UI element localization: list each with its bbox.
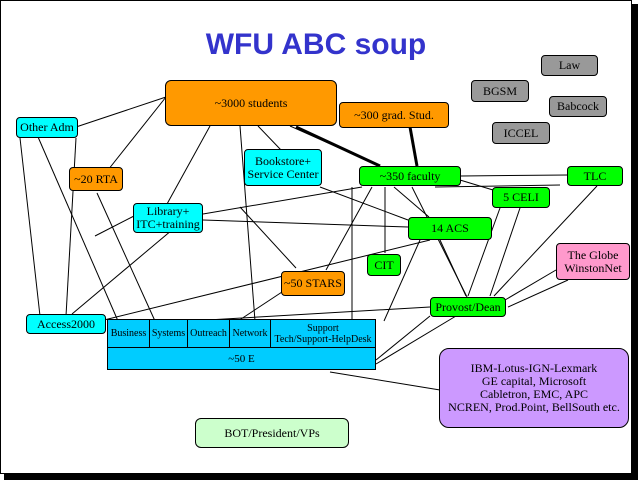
e-cell-network: Network xyxy=(230,320,271,348)
node-babcock: Babcock xyxy=(549,96,607,117)
edge xyxy=(319,186,409,221)
node-bot: BOT/President/VPs xyxy=(195,418,349,448)
node-other-adm: Other Adm xyxy=(16,117,78,138)
edge xyxy=(460,174,569,177)
edge xyxy=(34,129,119,322)
e-cell-systems: Systems xyxy=(150,320,188,348)
e-group: Business Systems Outreach Network Suppor… xyxy=(107,319,376,370)
edge xyxy=(383,239,421,322)
edge xyxy=(96,192,156,322)
edge xyxy=(459,179,494,191)
e-cell-outreach: Outreach xyxy=(188,320,230,348)
edge xyxy=(107,96,167,171)
edge xyxy=(202,186,363,215)
edge xyxy=(325,186,373,271)
edge xyxy=(375,315,457,365)
node-rta: ~20 RTA xyxy=(69,167,123,191)
edge xyxy=(439,239,467,297)
edge xyxy=(71,229,173,315)
node-globe: The Globe WinstonNet xyxy=(556,243,630,280)
e-cell-support: Support Tech/Support-HelpDesk xyxy=(271,320,375,348)
node-acs: 14 ACS xyxy=(408,217,492,240)
edge xyxy=(94,214,137,237)
edge xyxy=(329,371,441,391)
e-cell-business: Business xyxy=(108,320,150,348)
node-bookstore: Bookstore+ Service Center xyxy=(244,149,322,186)
node-provost: Provost/Dean xyxy=(430,297,506,317)
node-access2000: Access2000 xyxy=(26,314,106,334)
node-tlc: TLC xyxy=(567,166,623,186)
node-cit: CIT xyxy=(367,254,401,276)
edge xyxy=(375,315,431,361)
edge xyxy=(75,96,167,128)
edge xyxy=(434,184,561,188)
edge xyxy=(65,137,77,317)
edge xyxy=(19,137,41,317)
edge xyxy=(507,279,569,308)
node-students: ~3000 students xyxy=(165,80,337,126)
node-faculty: ~350 faculty xyxy=(359,166,461,186)
edge xyxy=(257,125,282,151)
node-stars: ~50 STARS xyxy=(281,271,345,296)
node-bgsm: BGSM xyxy=(471,80,529,102)
node-celi: 5 CELI xyxy=(492,187,550,208)
edge xyxy=(189,306,431,322)
edge xyxy=(393,186,430,218)
slide-shadow-bottom xyxy=(4,474,638,480)
edge xyxy=(467,207,501,297)
node-library: Library+ ITC+training xyxy=(133,203,203,233)
bold-edge xyxy=(408,126,419,167)
slide-shadow-right xyxy=(632,4,638,480)
edge xyxy=(103,239,431,321)
node-vendors: IBM-Lotus-IGN-Lexmark GE capital, Micros… xyxy=(439,348,629,428)
edge xyxy=(166,125,211,205)
e-group-label: ~50 E xyxy=(228,353,255,365)
edge xyxy=(489,207,521,297)
node-grad-students: ~300 grad. Stud. xyxy=(339,102,449,128)
edge xyxy=(239,206,297,269)
edge xyxy=(504,269,557,301)
edge xyxy=(237,291,283,322)
node-iccel: ICCEL xyxy=(492,122,550,144)
edge xyxy=(202,219,409,228)
node-law: Law xyxy=(541,55,598,76)
slide-title: WFU ABC soup xyxy=(205,28,427,61)
edge xyxy=(239,125,256,322)
edge xyxy=(493,185,598,297)
bold-edge xyxy=(295,125,381,168)
